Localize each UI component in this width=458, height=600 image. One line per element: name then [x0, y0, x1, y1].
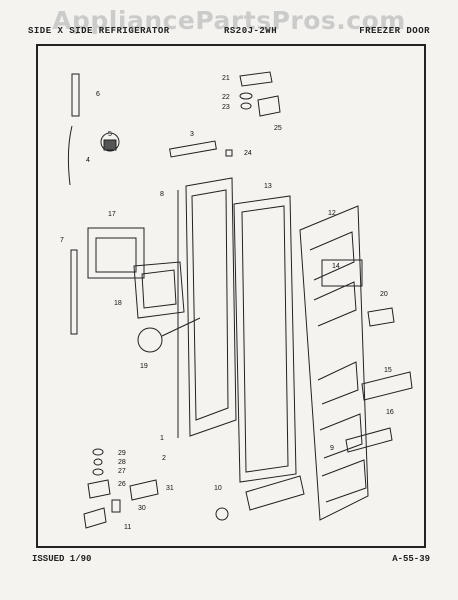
header-section: FREEZER DOOR: [359, 26, 430, 36]
part-17-dispenser-housing[interactable]: [87, 227, 145, 279]
callout-1: 1: [160, 435, 164, 442]
callout-2: 2: [162, 455, 166, 462]
part-15-handle[interactable]: [361, 371, 413, 401]
part-4-cable[interactable]: [67, 125, 73, 186]
callout-24: 24: [244, 150, 252, 157]
part-31-plate[interactable]: [129, 479, 159, 501]
callout-11: 11: [124, 524, 131, 531]
callout-29: 29: [118, 450, 126, 457]
callout-3: 3: [190, 131, 194, 138]
callout-10: 10: [214, 485, 222, 492]
callout-7: 7: [60, 237, 64, 244]
part-18-frame[interactable]: [133, 261, 185, 319]
part-5-hinge[interactable]: [100, 132, 120, 152]
callout-4: 4: [86, 157, 90, 164]
part-14-bin[interactable]: [321, 259, 363, 287]
issued-date: ISSUED 1/90: [32, 554, 92, 564]
part-22-washer[interactable]: [239, 92, 253, 100]
part-11-cap[interactable]: [83, 507, 107, 529]
part-29-washer[interactable]: [92, 448, 104, 456]
part-26-hinge[interactable]: [87, 479, 111, 499]
callout-22: 22: [222, 94, 230, 101]
callout-23: 23: [222, 104, 230, 111]
callout-14: 14: [332, 263, 340, 270]
part-9-trim[interactable]: [345, 427, 393, 453]
part-30-screw[interactable]: [111, 499, 121, 513]
part-13-gasket[interactable]: [233, 195, 297, 483]
part-12-liner[interactable]: [299, 205, 369, 521]
part-10-trim[interactable]: [245, 475, 305, 511]
callout-9: 9: [330, 445, 334, 452]
callout-13: 13: [264, 183, 272, 190]
page-header: SIDE X SIDE REFRIGERATOR RS20J-2WH FREEZ…: [28, 24, 430, 40]
callout-20: 20: [380, 291, 388, 298]
header-model-number: RS20J-2WH: [224, 26, 278, 36]
part-28-washer[interactable]: [93, 458, 103, 466]
callout-31: 31: [166, 485, 174, 492]
part-7-strip[interactable]: [70, 249, 78, 335]
callout-27: 27: [118, 468, 126, 475]
callout-6: 6: [96, 91, 100, 98]
callout-5: 5: [108, 131, 112, 138]
page-code: A-55-39: [392, 554, 430, 564]
part-27-bushing[interactable]: [92, 468, 104, 476]
part-19-button[interactable]: [137, 327, 163, 353]
callout-12: 12: [328, 210, 336, 217]
callout-30: 30: [138, 505, 146, 512]
part-21-hinge[interactable]: [239, 71, 273, 87]
callout-17: 17: [108, 211, 116, 218]
callout-16: 16: [386, 409, 394, 416]
part-24-screw[interactable]: [225, 149, 233, 157]
callout-25: 25: [274, 125, 282, 132]
watermark: AppliancePartsPros.com: [52, 6, 406, 35]
part-1-door-panel[interactable]: [185, 177, 237, 437]
callout-18: 18: [114, 300, 122, 307]
callout-8: 8: [160, 191, 164, 198]
callout-15: 15: [384, 367, 392, 374]
callout-21: 21: [222, 75, 230, 82]
callout-28: 28: [118, 459, 126, 466]
part-20-pad[interactable]: [367, 307, 395, 327]
part-23-bushing[interactable]: [240, 102, 252, 110]
diagram-frame: [36, 44, 426, 548]
part-25-plate[interactable]: [257, 95, 281, 117]
header-model-type: SIDE X SIDE REFRIGERATOR: [28, 26, 170, 36]
part-6-strip[interactable]: [71, 73, 80, 117]
callout-19: 19: [140, 363, 148, 370]
callout-26: 26: [118, 481, 126, 488]
part-3-bracket[interactable]: [169, 140, 217, 158]
callout-labels: 6 5 4 3 7 8 17 18 19 1 2 21 22 23 25 24 …: [60, 75, 394, 531]
